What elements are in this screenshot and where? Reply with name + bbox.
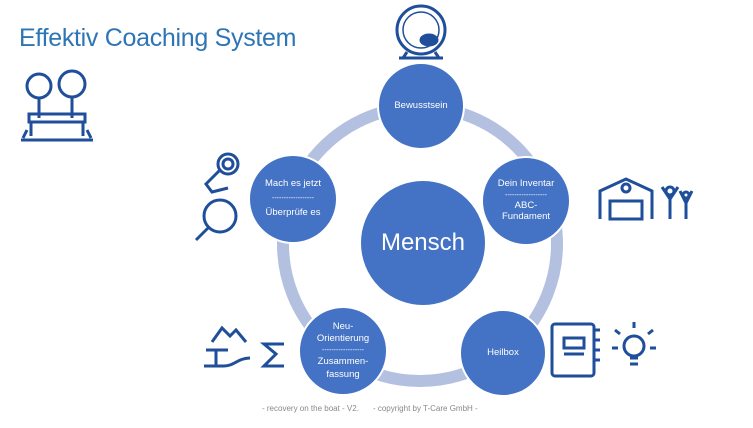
node-line: Neu- xyxy=(332,320,354,332)
node-line: Fundament xyxy=(501,211,551,223)
warehouse-and-people-icon xyxy=(598,177,694,221)
node-label: Bewusstsein xyxy=(394,99,448,111)
node-separator: ------------------ xyxy=(322,347,364,355)
book-and-lightbulb-icon xyxy=(550,322,656,378)
footer-version: - recovery on the boat - V2. xyxy=(262,404,359,413)
node-line: ABC- xyxy=(514,200,538,212)
node-line: Mach es jetzt xyxy=(265,178,321,190)
node-dein-inventar: Dein Inventar ------------------ ABC- Fu… xyxy=(481,156,571,246)
node-neu-orientierung: Neu- Orientierung ------------------ Zus… xyxy=(298,306,388,396)
node-separator: ------------------ xyxy=(272,195,314,203)
page-title: Effektiv Coaching System xyxy=(19,24,297,52)
node-bewusstsein: Bewusstsein xyxy=(377,62,465,150)
node-separator: ------------------ xyxy=(505,191,547,199)
touch-and-search-icon xyxy=(194,152,240,242)
footer-copyright: - copyright by T-Care GmbH - xyxy=(372,404,478,413)
center-node-mensch: Mensch xyxy=(359,179,487,307)
mountain-path-sigma-icon xyxy=(204,325,284,368)
node-line: Dein Inventar xyxy=(497,178,555,190)
node-label: Heilbox xyxy=(487,346,519,358)
node-line: Zusammen- xyxy=(317,355,369,367)
hamster-wheel-icon xyxy=(395,4,447,60)
node-mach-es-jetzt: Mach es jetzt ------------------ Überprü… xyxy=(248,154,338,244)
node-line: Überprüfe es xyxy=(265,206,321,218)
footer: - recovery on the boat - V2. - copyright … xyxy=(262,404,478,413)
park-bench-trees-icon xyxy=(21,69,93,142)
node-heilbox: Heilbox xyxy=(459,309,547,397)
node-line: fassung xyxy=(326,368,360,380)
center-label: Mensch xyxy=(380,228,466,256)
node-line: Orientierung xyxy=(316,333,370,345)
